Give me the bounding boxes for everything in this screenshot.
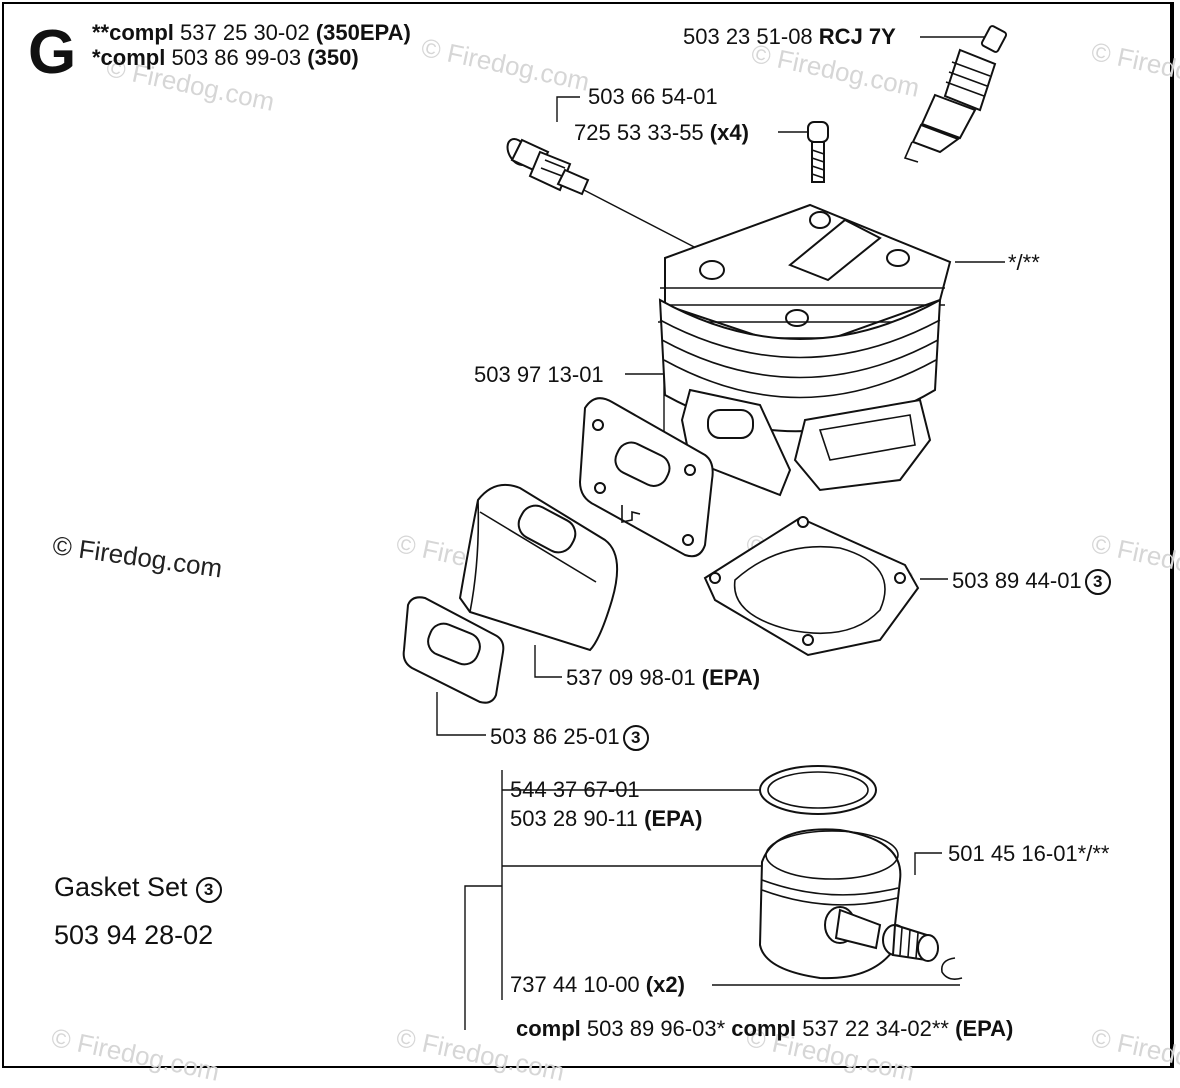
exhaust-gasket (402, 596, 505, 704)
inlet-gasket (578, 397, 714, 558)
cylinder-screw (807, 121, 829, 183)
part-number: 503 23 51-08 (683, 24, 813, 49)
cylinder-base-gasket (703, 516, 920, 657)
label-piston-footer: compl 503 89 96-03* compl 537 22 34-02**… (516, 1018, 1013, 1040)
label-decomp-valve: 503 66 54-01 (588, 86, 718, 108)
part-qty: (x2) (645, 972, 685, 997)
part-number: 503 86 25-01 (490, 724, 620, 749)
part-prefix: compl (516, 1016, 581, 1041)
header-model: (350) (307, 45, 359, 70)
part-number: 503 97 13-01 (474, 362, 604, 387)
part-number: 503 89 96-03* (586, 1016, 726, 1041)
header-line-1: **compl 537 25 30-02 (350EPA) (92, 22, 411, 44)
spark-plug (903, 25, 1008, 163)
part-note: RCJ 7Y (818, 24, 896, 49)
part-number: 725 53 33-55 (574, 120, 704, 145)
header-part-number: 537 25 30-02 (180, 20, 310, 45)
heat-shield (458, 484, 619, 652)
piston (758, 828, 902, 980)
gasket-set-number: 503 94 28-02 (54, 920, 214, 950)
ref-badge: 3 (622, 725, 649, 751)
diagram-frame (2, 2, 1174, 1068)
part-number: 737 44 10-00 (510, 972, 640, 997)
label-spark-plug: 503 23 51-08 RCJ 7Y (683, 26, 896, 48)
header-line-2: *compl 503 86 99-03 (350) (92, 47, 359, 69)
label-needle-bearing: 501 45 16-01*/** (948, 843, 1109, 865)
part-qty: (x4) (709, 120, 749, 145)
section-letter: G (28, 18, 77, 87)
label-circlip: 737 44 10-00 (x2) (510, 974, 685, 996)
ref-badge: 3 (195, 877, 222, 903)
label-inlet-gasket: 503 97 13-01 (474, 364, 604, 386)
part-number: 544 37 67-01 (510, 777, 640, 802)
gasket-set-label: Gasket Set 3 (54, 874, 222, 903)
part-number: 537 09 98-01 (566, 665, 696, 690)
part-number: 537 22 34-02** (802, 1016, 949, 1041)
part-number: 503 89 44-01 (952, 568, 1082, 593)
part-number: 503 28 90-11 (510, 806, 639, 831)
decompression-valve (506, 138, 590, 196)
part-note: */** (1008, 250, 1040, 275)
part-number: 503 66 54-01 (588, 84, 718, 109)
label-heat-shield: 537 09 98-01 (EPA) (566, 667, 760, 689)
header-model: (350EPA) (315, 20, 411, 45)
piston-ring (759, 765, 877, 815)
header-part-number: 503 86 99-03 (171, 45, 302, 70)
ref-badge: 3 (1084, 569, 1111, 595)
label-piston-ring-1: 544 37 67-01 (510, 779, 640, 801)
cylinder (658, 203, 952, 497)
gasket-set-title: Gasket Set (54, 872, 188, 902)
part-note: (EPA) (701, 665, 761, 690)
label-screw: 725 53 33-55 (x4) (574, 122, 749, 144)
label-piston-ring-2: 503 28 90-11 (EPA) (510, 808, 702, 830)
part-note: (EPA) (955, 1016, 1014, 1041)
leader-lines (436, 36, 1005, 1030)
part-prefix: compl (731, 1016, 797, 1041)
needle-bearing (882, 923, 939, 962)
part-note: (EPA) (644, 806, 703, 831)
header-prefix: *compl (92, 45, 166, 70)
part-number: 501 45 16-01*/** (948, 841, 1110, 866)
label-cylinder: */** (1008, 252, 1040, 274)
header-prefix: **compl (92, 20, 174, 45)
circlip (940, 957, 963, 980)
